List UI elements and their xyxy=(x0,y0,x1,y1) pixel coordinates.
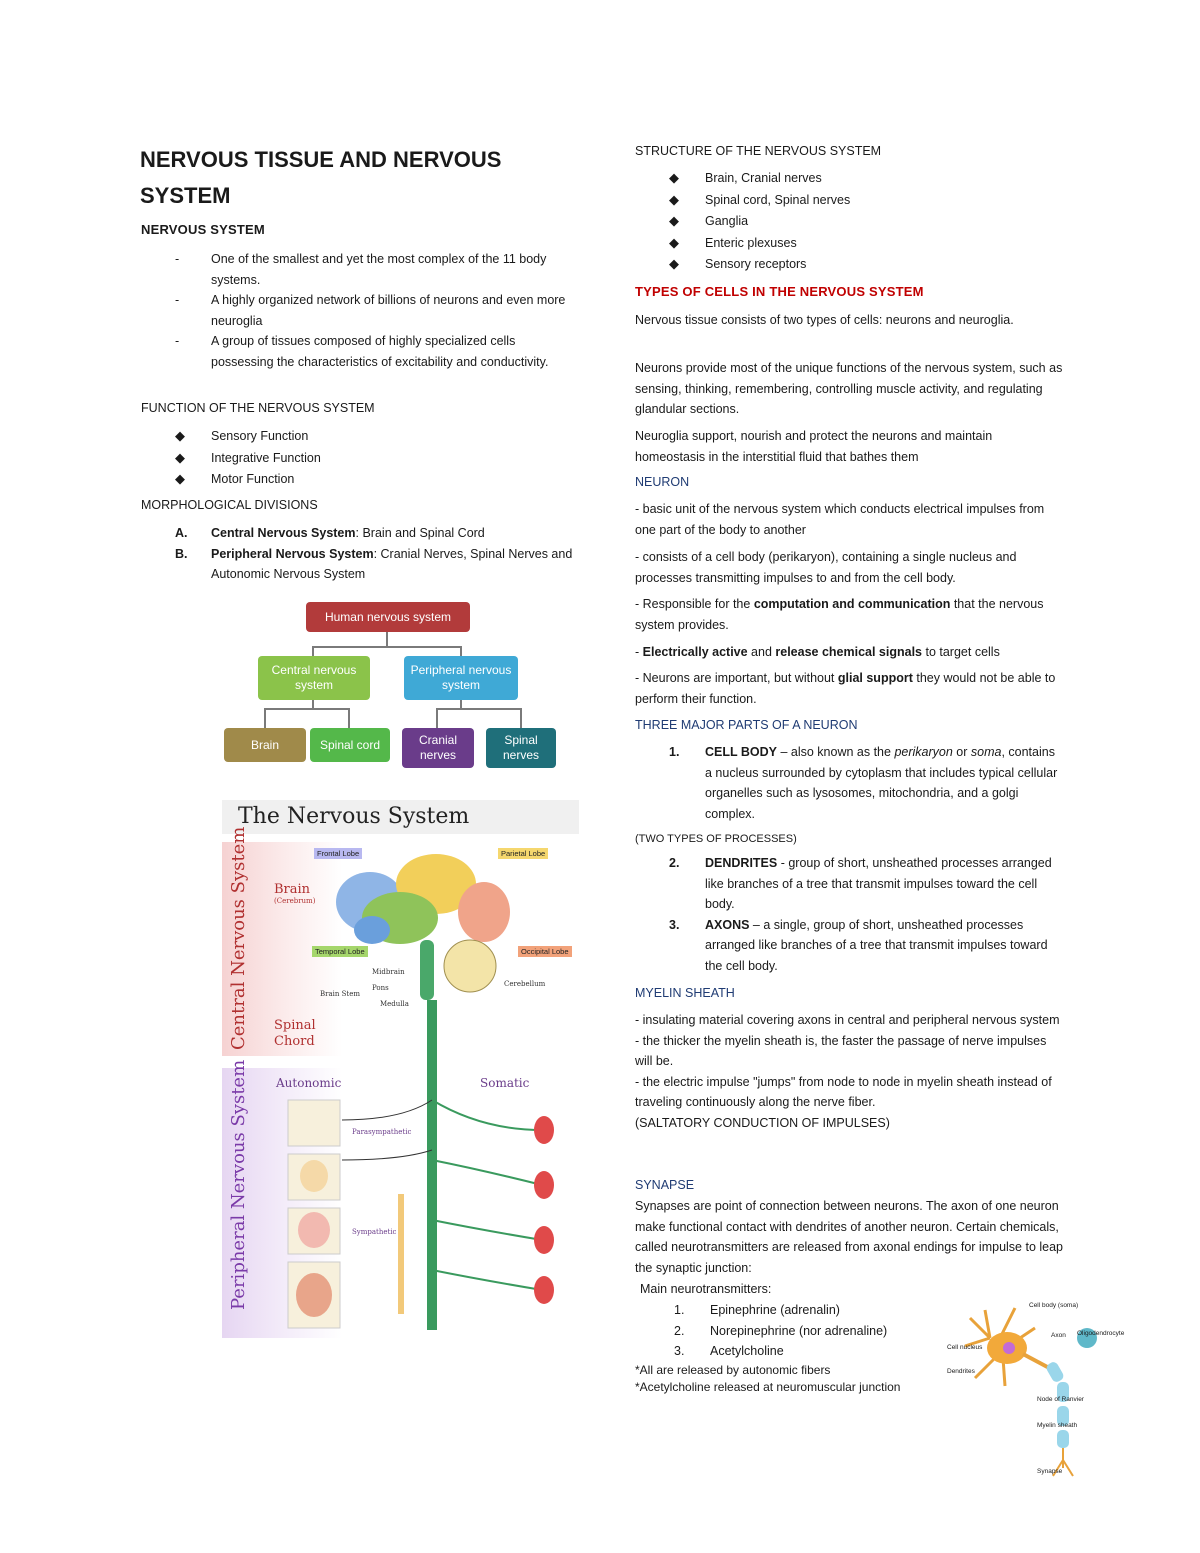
morph-list: A.Central Nervous System: Brain and Spin… xyxy=(141,523,581,585)
tree-spinal-cord-box: Spinal cord xyxy=(310,728,390,762)
tree-cranial-box: Cranial nerves xyxy=(402,728,474,768)
list-item: ◆Sensory Function xyxy=(175,428,309,443)
spinal-label: Spinal xyxy=(274,1018,316,1033)
note-2: *Acetylcholine released at neuromuscular… xyxy=(635,1380,901,1394)
structure-heading: STRUCTURE OF THE NERVOUS SYSTEM xyxy=(635,144,882,158)
tree-brain-box: Brain xyxy=(224,728,306,762)
types-paragraph-1: Nervous tissue consists of two types of … xyxy=(635,313,1014,327)
parasympathetic-label: Parasympathetic xyxy=(352,1128,412,1136)
dendrites-label: Dendrites xyxy=(947,1368,975,1375)
myelin-sheath-label: Myelin sheath xyxy=(1037,1422,1078,1429)
nervous-system-illustration: The Nervous System Central Nervous Syste… xyxy=(222,800,579,1338)
list-item: 3.Acetylcholine xyxy=(674,1344,784,1358)
list-item: -A highly organized network of billions … xyxy=(175,293,566,328)
frontal-lobe-tag: Frontal Lobe xyxy=(314,848,363,859)
list-item: 1.Epinephrine (adrenalin) xyxy=(674,1303,840,1317)
chord-label: Chord xyxy=(274,1034,315,1049)
title-line-1: NERVOUS TISSUE AND NERVOUS xyxy=(140,147,502,172)
page-title: NERVOUS TISSUE AND NERVOUS SYSTEM xyxy=(140,142,580,214)
structure-list: ◆Brain, Cranial nerves ◆Spinal cord, Spi… xyxy=(635,168,1075,276)
brain-label: Brain xyxy=(274,882,311,897)
synapse-heading: SYNAPSE xyxy=(635,1178,695,1192)
midbrain-label: Midbrain xyxy=(372,968,405,976)
list-item: ◆Sensory receptors xyxy=(669,256,807,271)
list-item: -A group of tissues composed of highly s… xyxy=(175,334,549,369)
types-heading: TYPES OF CELLS IN THE NERVOUS SYSTEM xyxy=(635,284,924,299)
cerebellum-label: Cerebellum xyxy=(504,980,546,988)
morph-heading: MORPHOLOGICAL DIVISIONS xyxy=(141,498,318,512)
somatic-label: Somatic xyxy=(480,1076,530,1090)
list-item: 2.DENDRITES - group of short, unsheathed… xyxy=(669,856,1052,911)
cell-nucleus-label: Cell nucleus xyxy=(947,1344,983,1351)
neuron-paragraph-2: - consists of a cell body (perikaryon), … xyxy=(635,550,1017,585)
neurotransmitter-list: 1.Epinephrine (adrenalin) 2.Norepinephri… xyxy=(640,1300,940,1362)
anatomy-drawing xyxy=(287,854,554,1330)
parts-list-1: 1.CELL BODY – also known as the perikary… xyxy=(635,742,1065,824)
list-item: ◆Enteric plexuses xyxy=(669,234,797,250)
list-item: ◆Spinal cord, Spinal nerves xyxy=(669,191,851,207)
list-item: 3.AXONS – a single, group of short, unsh… xyxy=(669,917,1048,973)
list-item: A.Central Nervous System: Brain and Spin… xyxy=(175,526,485,540)
oligodendrocyte-label: Oligodendrocyte xyxy=(1077,1330,1125,1337)
synapse-label: Synapse xyxy=(1037,1468,1063,1475)
main-neurotransmitters-label: Main neurotransmitters: xyxy=(640,1282,772,1296)
parts-heading: THREE MAJOR PARTS OF A NEURON xyxy=(635,718,858,732)
axon-label: Axon xyxy=(1051,1332,1066,1339)
myelin-text: - insulating material covering axons in … xyxy=(635,1013,1060,1130)
temporal-lobe-tag: Temporal Lobe xyxy=(312,946,368,957)
types-paragraph-2: Neurons provide most of the unique funct… xyxy=(635,361,1063,416)
neuron-paragraph-3: - Responsible for the computation and co… xyxy=(635,597,1044,632)
types-paragraph-3: Neuroglia support, nourish and protect t… xyxy=(635,429,993,464)
synapse-paragraph: Synapses are point of connection between… xyxy=(635,1199,1064,1275)
nervous-system-list: -One of the smallest and yet the most co… xyxy=(141,249,581,372)
figure-title: The Nervous System xyxy=(222,800,579,834)
myelin-heading: MYELIN SHEATH xyxy=(635,986,735,1000)
nervous-system-heading: NERVOUS SYSTEM xyxy=(141,222,265,237)
tree-central-box: Central nervous system xyxy=(258,656,370,700)
list-item: B.Peripheral Nervous System: Cranial Ner… xyxy=(175,546,573,582)
neuron-paragraph-5: - Neurons are important, but without gli… xyxy=(635,671,1056,706)
neuron-paragraph-4: - Electrically active and release chemic… xyxy=(635,645,1000,659)
function-heading: FUNCTION OF THE NERVOUS SYSTEM xyxy=(141,401,375,415)
list-item: ◆Ganglia xyxy=(669,213,749,228)
list-item: 1.CELL BODY – also known as the perikary… xyxy=(669,745,1058,821)
neuron-drawing xyxy=(964,1307,1097,1477)
two-types-label: (TWO TYPES OF PROCESSES) xyxy=(635,833,797,845)
tree-peripheral-box: Peripheral nervous system xyxy=(404,656,518,700)
parietal-lobe-tag: Parietal Lobe xyxy=(498,848,549,859)
brainstem-label: Brain Stem xyxy=(320,990,361,998)
cell-body-label: Cell body (soma) xyxy=(1029,1302,1079,1309)
brain-sub-label: (Cerebrum) xyxy=(274,897,316,905)
list-item: ◆Motor Function xyxy=(175,471,295,486)
parts-list-2: 2.DENDRITES - group of short, unsheathed… xyxy=(635,853,1065,976)
sympathetic-label: Sympathetic xyxy=(352,1228,397,1236)
title-line-2: SYSTEM xyxy=(140,183,231,208)
node-of-ranvier-label: Node of Ranvier xyxy=(1037,1396,1084,1403)
tree-root-box: Human nervous system xyxy=(306,602,470,632)
list-item: -One of the smallest and yet the most co… xyxy=(175,252,547,287)
list-item: ◆Integrative Function xyxy=(175,449,321,465)
medulla-label: Medulla xyxy=(380,1000,409,1008)
tree-spinal-nerves-box: Spinal nerves xyxy=(486,728,556,768)
autonomic-label: Autonomic xyxy=(276,1076,342,1090)
note-1: *All are released by autonomic fibers xyxy=(635,1363,831,1377)
nervous-system-tree-diagram: Human nervous system Central nervous sys… xyxy=(222,592,579,780)
neuron-illustration: Cell body (soma) Axon Oligodendrocyte Ce… xyxy=(945,1298,1125,1484)
neuron-heading: NEURON xyxy=(635,475,690,489)
occipital-lobe-tag: Occipital Lobe xyxy=(518,946,572,957)
list-item: 2.Norepinephrine (nor adrenaline) xyxy=(674,1323,888,1338)
neuron-paragraph-1: - basic unit of the nervous system which… xyxy=(635,502,1045,537)
pons-label: Pons xyxy=(372,984,389,992)
function-list: ◆Sensory Function ◆Integrative Function … xyxy=(141,426,581,491)
list-item: ◆Brain, Cranial nerves xyxy=(669,170,822,185)
